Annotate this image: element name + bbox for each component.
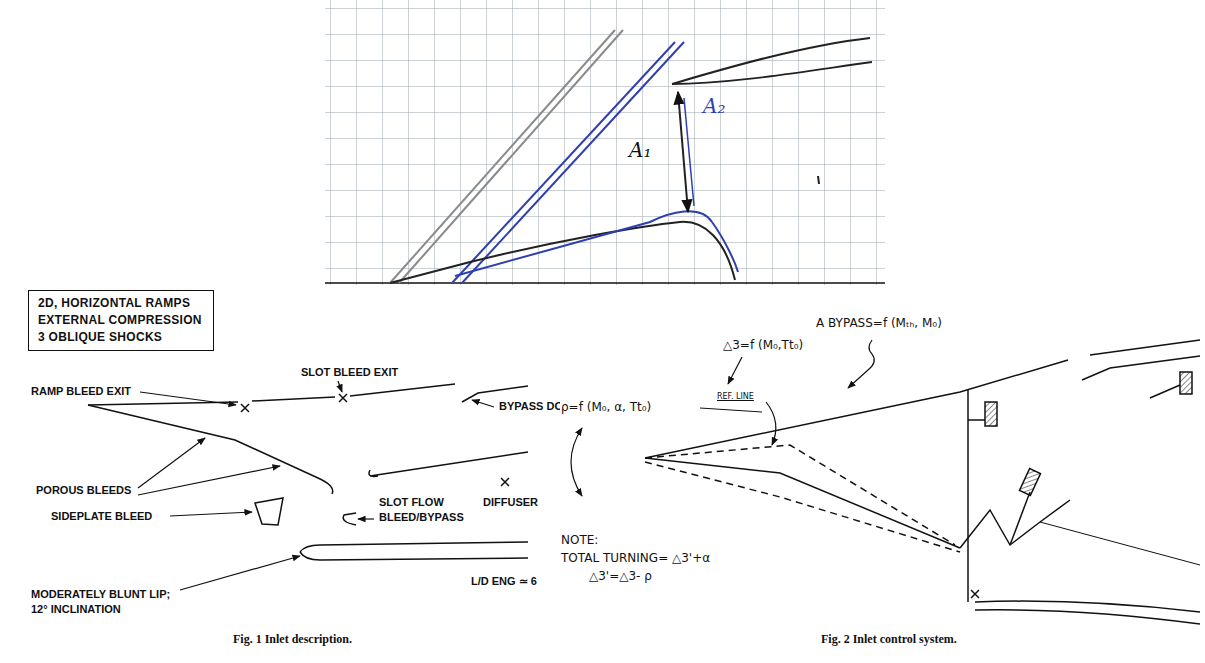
grid-sketch bbox=[325, 0, 885, 285]
area-label: A₂ bbox=[702, 94, 726, 118]
inlet-figure bbox=[88, 381, 528, 590]
figure-caption: Fig. 2 Inlet control system. bbox=[820, 632, 958, 647]
box-text: 3 OBLIQUE SHOCKS bbox=[38, 329, 204, 346]
control-law: A BYPASS=f (Mₜₕ, M₀) bbox=[815, 316, 943, 330]
reference-label: REF. LINE bbox=[716, 392, 755, 401]
part-label: SLOT FLOW bbox=[378, 496, 445, 508]
part-label: SLOT BLEED EXIT bbox=[300, 366, 399, 378]
part-label: DIFFUSER bbox=[482, 496, 539, 508]
area-label: A₁ bbox=[628, 138, 652, 162]
part-label: POROUS BLEEDS bbox=[35, 484, 132, 496]
control-law: ρ=f (M₀, α, Tt₀) bbox=[560, 400, 652, 414]
dimension-label: L/D ENG ≃ 6 bbox=[470, 575, 538, 588]
note-label: △3'=△3- ρ bbox=[588, 569, 653, 583]
part-label: 12° INCLINATION bbox=[30, 603, 122, 615]
control-law: △3=f (M₀,Tt₀) bbox=[722, 338, 804, 352]
figure-caption: Fig. 1 Inlet description. bbox=[232, 632, 353, 647]
control-figure bbox=[571, 340, 1200, 624]
note-label: TOTAL TURNING= △3'+α bbox=[560, 551, 711, 565]
part-label: BLEED/BYPASS bbox=[378, 511, 465, 523]
part-label: SIDEPLATE BLEED bbox=[50, 510, 153, 522]
note-label: NOTE: bbox=[560, 533, 599, 547]
note-box: 2D, HORIZONTAL RAMPSEXTERNAL COMPRESSION… bbox=[28, 290, 214, 351]
part-label: RAMP BLEED EXIT bbox=[30, 385, 132, 397]
box-text: EXTERNAL COMPRESSION bbox=[38, 312, 204, 329]
part-label: MODERATELY BLUNT LIP; bbox=[30, 588, 171, 600]
box-text: 2D, HORIZONTAL RAMPS bbox=[38, 295, 204, 312]
